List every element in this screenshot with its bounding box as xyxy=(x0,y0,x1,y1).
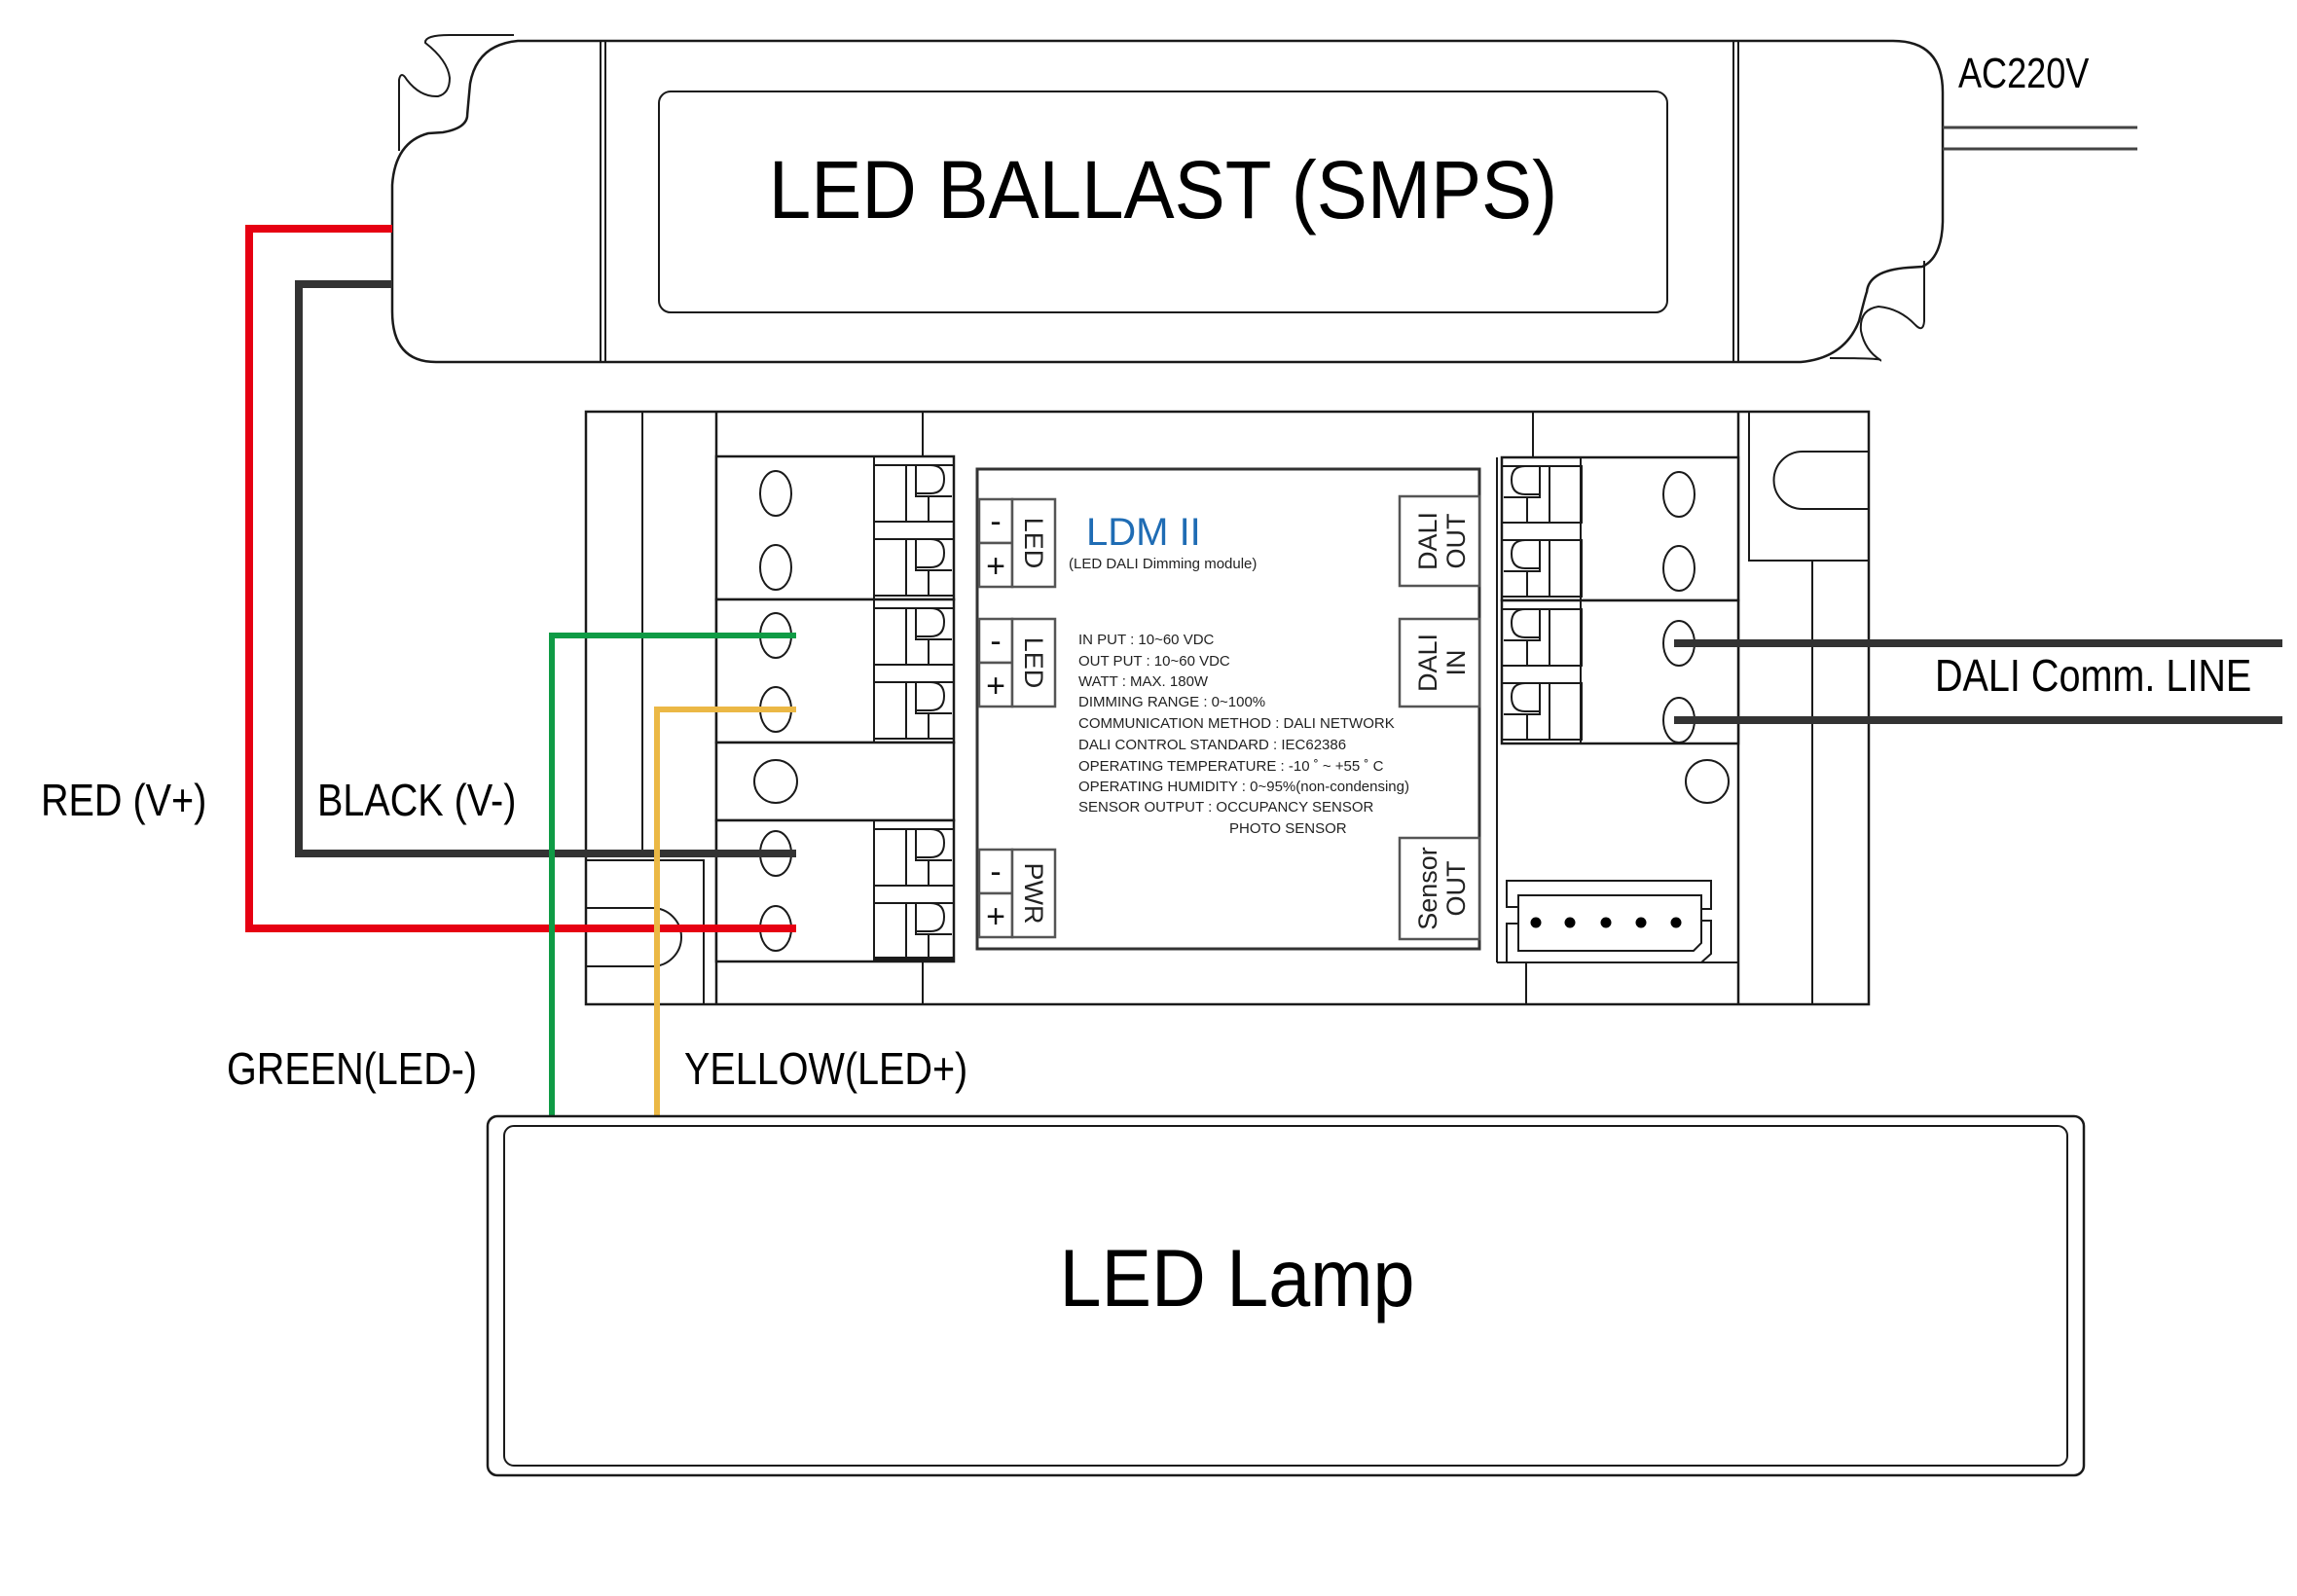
terminal-block-power xyxy=(714,818,956,963)
ballast-label: LED BALLAST (SMPS) xyxy=(769,145,1557,236)
lamp-outer xyxy=(486,1114,2086,1477)
connector-housing xyxy=(1506,880,1712,963)
label-red: RED (V+) xyxy=(41,776,206,825)
ballast-left-tab xyxy=(398,34,514,151)
plus-sign: + xyxy=(986,668,1005,705)
ballast-right-tab xyxy=(1829,261,1925,362)
left-terminal-blocks xyxy=(714,454,956,963)
lamp-inner xyxy=(503,1125,2068,1467)
ac-input-label: AC220V xyxy=(1958,50,2089,97)
spec-list: IN PUT : 10~60 VDC OUT PUT : 10~60 VDC WAT… xyxy=(1078,632,1409,837)
port-label-line1: Sensor xyxy=(1413,847,1442,930)
label-yellow: YELLOW(LED+) xyxy=(684,1044,967,1094)
wires xyxy=(245,225,2282,1116)
connector-pin xyxy=(1670,917,1682,928)
connector-pin xyxy=(1635,917,1647,928)
terminal-block-led-out xyxy=(714,454,956,601)
port-label-text: LED xyxy=(1019,637,1048,689)
spec-line: SENSOR OUTPUT : OCCUPANCY SENSOR xyxy=(1078,799,1374,816)
connector-pin xyxy=(1530,917,1542,928)
wire-yellow xyxy=(654,707,796,1116)
terminal-screw[interactable] xyxy=(1662,545,1695,592)
terminal-block-dali-out xyxy=(1500,455,1740,602)
spec-line: PHOTO SENSOR xyxy=(1229,820,1347,837)
terminal-block-led-in xyxy=(714,598,956,744)
connector-socket xyxy=(1517,894,1702,952)
label-black: BLACK (V-) xyxy=(317,776,516,825)
label-dali-line: DALI Comm. LINE xyxy=(1935,651,2251,701)
terminal-screw[interactable] xyxy=(759,544,792,591)
wire-green xyxy=(549,633,796,1116)
minus-sign: - xyxy=(990,623,1001,660)
minus-sign: - xyxy=(990,853,1001,890)
port-label-led: - + LED xyxy=(977,497,1057,589)
module-frame xyxy=(584,410,1871,1006)
spec-line: IN PUT : 10~60 VDC xyxy=(1078,632,1215,648)
sensor-connector[interactable] xyxy=(1506,880,1712,963)
wire-red xyxy=(245,225,796,932)
port-label-pwr: - + PWR xyxy=(977,848,1057,939)
label-green: GREEN(LED-) xyxy=(227,1044,477,1094)
lamp-label: LED Lamp xyxy=(1059,1233,1414,1324)
spec-line: OPERATING HUMIDITY : 0~95%(non-condensin… xyxy=(1078,779,1409,795)
right-terminal-blocks xyxy=(1496,455,1740,963)
spec-line: DIMMING RANGE : 0~100% xyxy=(1078,694,1265,710)
module-panel-body xyxy=(975,467,1481,951)
minus-sign: - xyxy=(990,503,1001,540)
terminal-clamp xyxy=(873,828,955,887)
left-mount-slot xyxy=(586,859,705,1004)
terminal-screw[interactable] xyxy=(1685,759,1730,804)
port-label-line2: OUT xyxy=(1441,861,1471,917)
right-mount-slot xyxy=(1748,412,1869,562)
led-lamp: LED Lamp xyxy=(486,1114,2086,1477)
spec-line: OPERATING TEMPERATURE : -10 ˚ ~ +55 ˚ C xyxy=(1078,758,1384,775)
dimming-module: LDM II (LED DALI Dimming module) IN PUT … xyxy=(584,410,1871,1006)
terminal-screw[interactable] xyxy=(759,470,792,517)
spec-line: OUT PUT : 10~60 VDC xyxy=(1078,653,1230,670)
spec-line: COMMUNICATION METHOD : DALI NETWORK xyxy=(1078,715,1395,732)
port-label-text: LED xyxy=(1019,518,1048,569)
plus-sign: + xyxy=(986,548,1005,585)
port-label-line1: DALI xyxy=(1413,512,1442,570)
led-ballast: LED BALLAST (SMPS) xyxy=(390,34,1945,364)
terminal-block-spacer xyxy=(714,741,956,822)
spec-line: WATT : MAX. 180W xyxy=(1078,673,1209,690)
connector-pin xyxy=(1600,917,1612,928)
wire-labels: RED (V+) BLACK (V-) GREEN(LED-) YELLOW(L… xyxy=(41,651,2251,1094)
ballast-body xyxy=(390,39,1945,364)
plus-sign: + xyxy=(986,898,1005,935)
port-label-text: PWR xyxy=(1019,863,1048,925)
terminal-screw[interactable] xyxy=(753,759,798,804)
port-label-led: - + LED xyxy=(977,617,1057,708)
terminal-screw[interactable] xyxy=(1662,471,1695,518)
module-name: LDM II xyxy=(1086,511,1201,554)
port-label-line2: IN xyxy=(1441,650,1471,676)
spec-line: DALI CONTROL STANDARD : IEC62386 xyxy=(1078,737,1346,753)
module-panel: LDM II (LED DALI Dimming module) IN PUT … xyxy=(975,467,1481,951)
port-label-line1: DALI xyxy=(1413,634,1442,692)
port-label-line2: OUT xyxy=(1441,514,1471,569)
ac-input: AC220V xyxy=(1943,50,2137,151)
connector-pin xyxy=(1564,917,1576,928)
ballast-label-plate xyxy=(658,91,1668,313)
module-subtitle: (LED DALI Dimming module) xyxy=(1069,556,1257,572)
module-name-text: LDM II xyxy=(1086,511,1201,554)
wire-black xyxy=(295,280,796,857)
